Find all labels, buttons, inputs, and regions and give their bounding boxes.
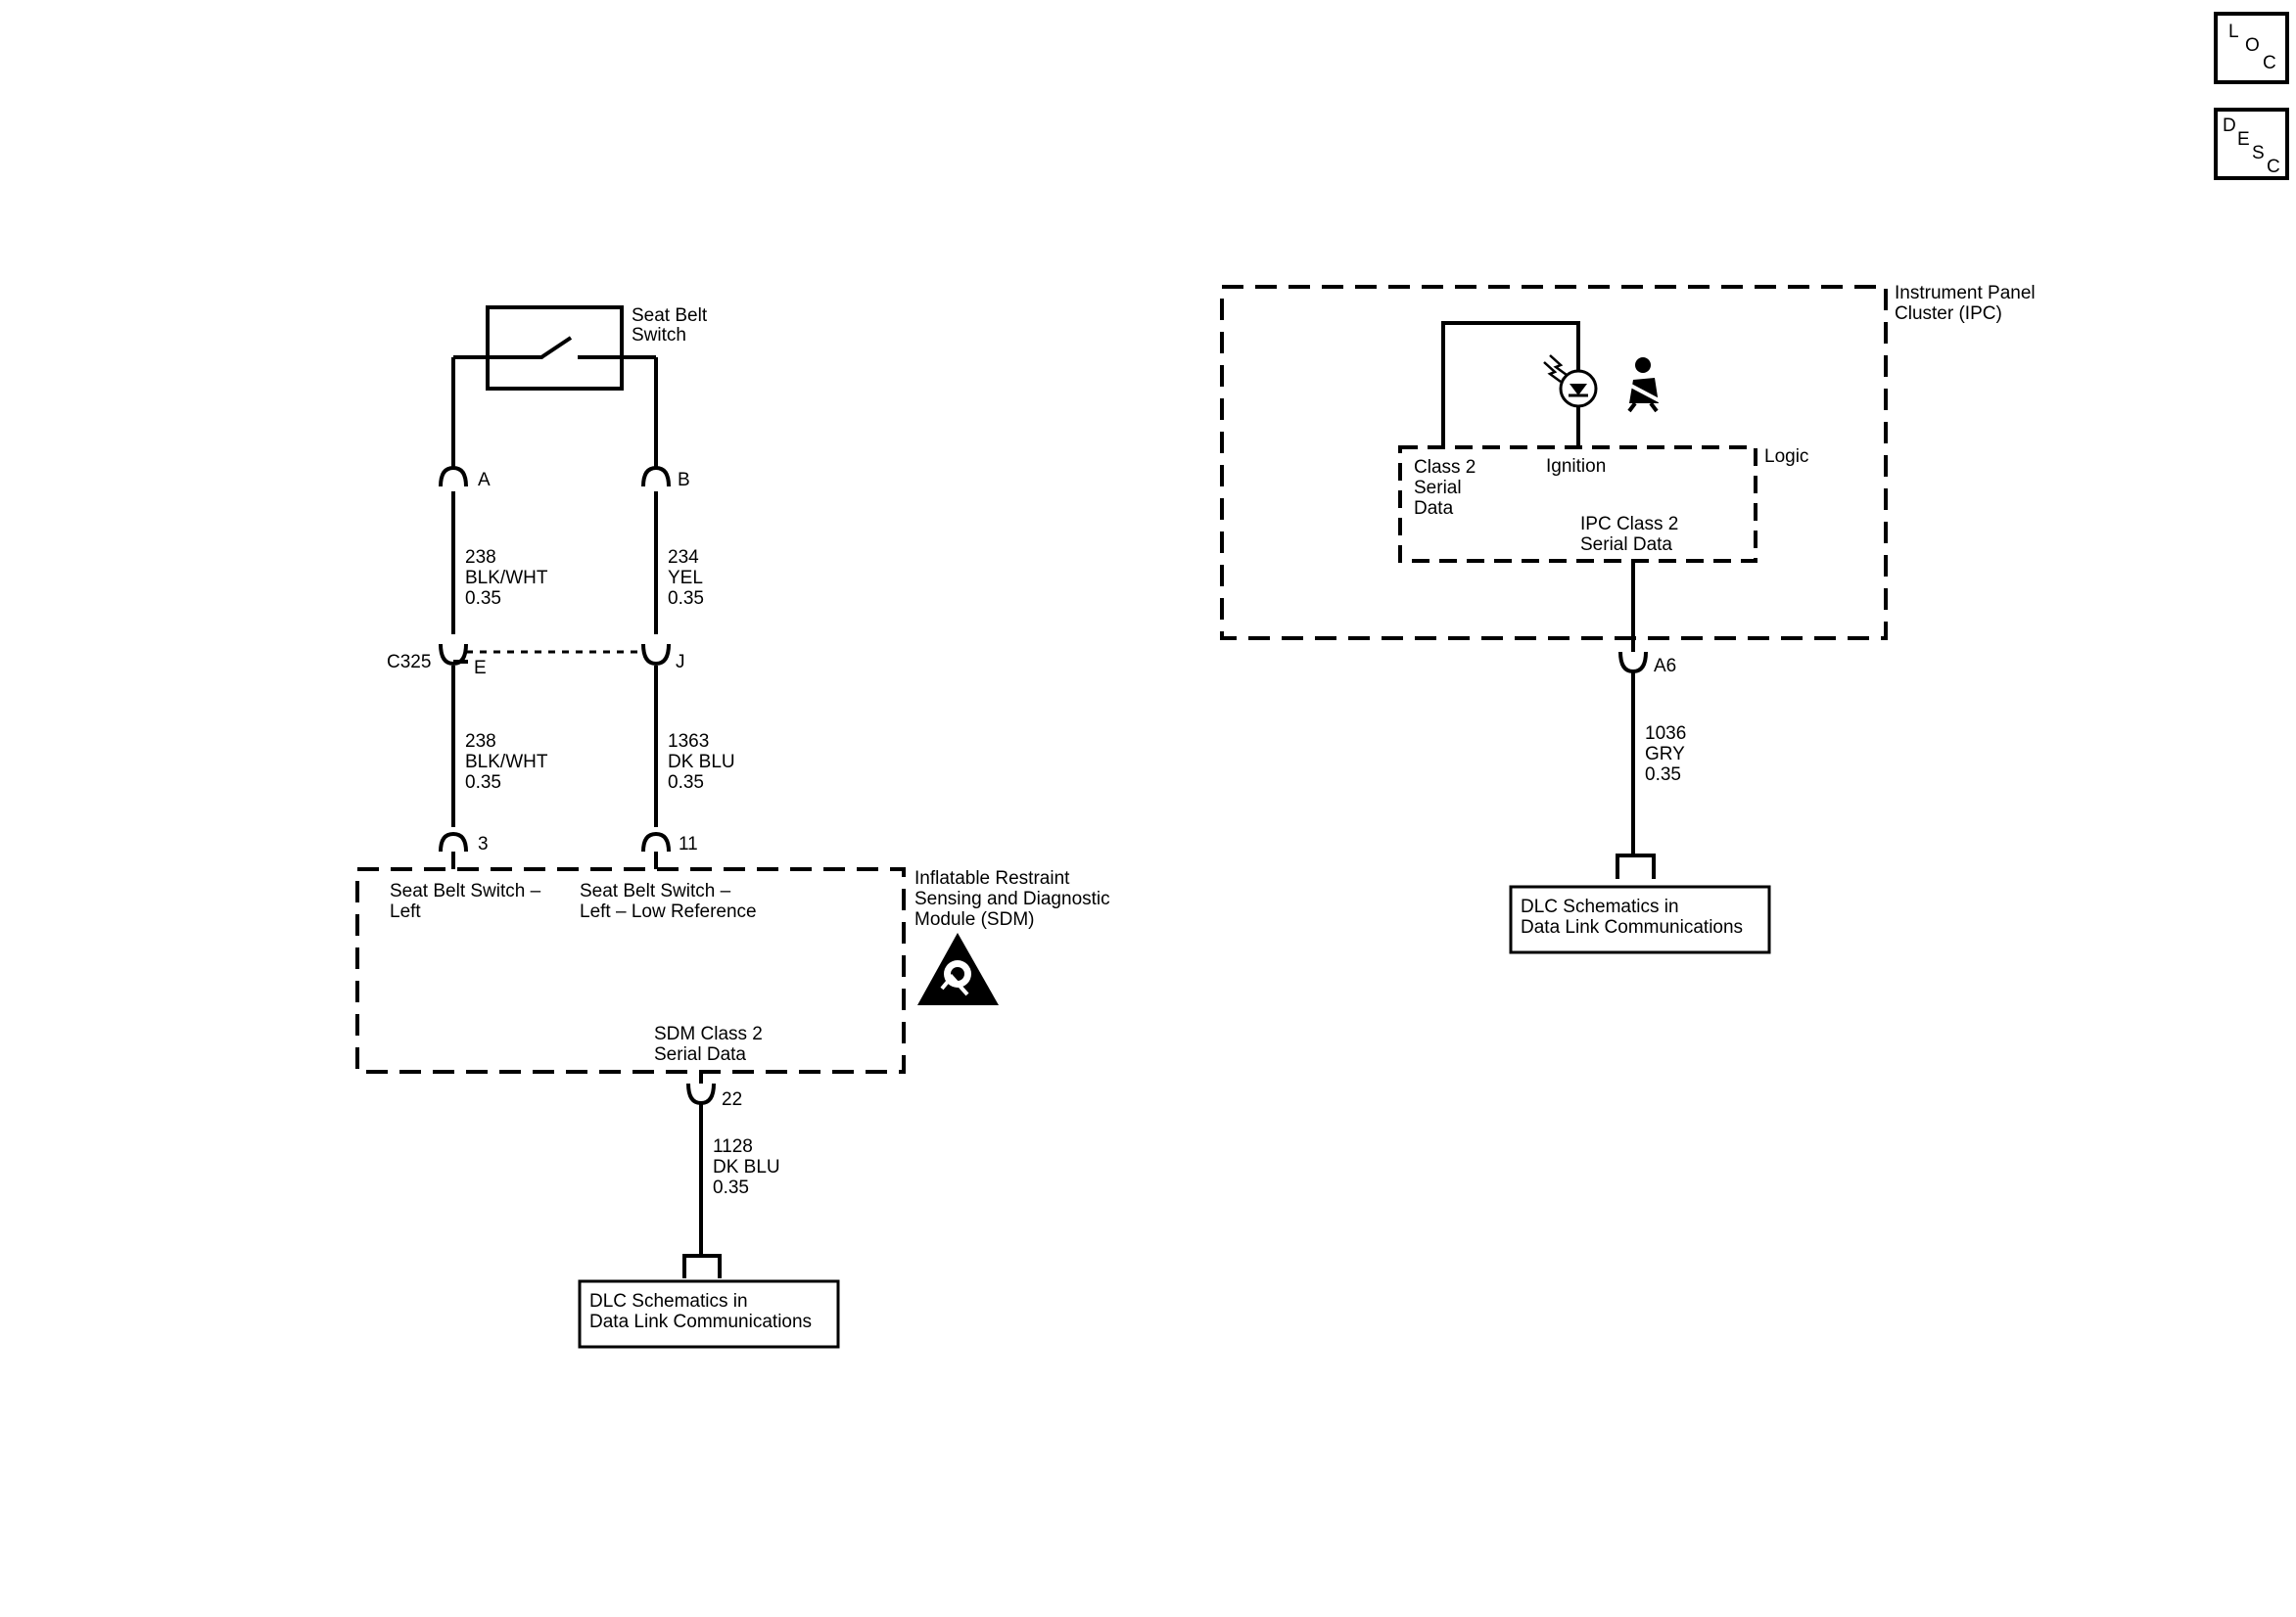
svg-text:SDM Class 2: SDM Class 2: [654, 1024, 763, 1044]
svg-text:Seat Belt Switch –: Seat Belt Switch –: [580, 881, 731, 901]
svg-text:Data Link Communications: Data Link Communications: [589, 1312, 812, 1332]
connector-pin-11: 11: [641, 831, 698, 855]
desc-button[interactable]: D E S C: [2214, 108, 2289, 180]
loc-button[interactable]: L O C: [2214, 12, 2289, 84]
svg-text:Module (SDM): Module (SDM): [914, 909, 1034, 930]
seat-belt-lamp-led: [1543, 354, 1598, 408]
svg-text:Data: Data: [1414, 498, 1454, 519]
connector-a: A: [439, 465, 491, 490]
dlc-schematics-link-right[interactable]: DLC Schematics in Data Link Communicatio…: [1509, 885, 1771, 954]
svg-text:B: B: [678, 470, 690, 490]
svg-text:Cluster (IPC): Cluster (IPC): [1895, 303, 2002, 324]
wire-label-234-yel: 234 YEL 0.35: [668, 547, 704, 609]
svg-text:238: 238: [465, 731, 496, 752]
svg-text:Seat Belt Switch –: Seat Belt Switch –: [390, 881, 541, 901]
wire-label-1128-dkblu: 1128 DK BLU 0.35: [713, 1136, 780, 1198]
svg-text:Data Link Communications: Data Link Communications: [1521, 917, 1743, 938]
svg-text:3: 3: [478, 834, 489, 855]
svg-text:Instrument Panel: Instrument Panel: [1895, 283, 2036, 303]
svg-text:0.35: 0.35: [668, 588, 704, 609]
svg-text:Serial Data: Serial Data: [654, 1044, 746, 1065]
svg-text:DK BLU: DK BLU: [713, 1157, 780, 1178]
svg-text:1128: 1128: [713, 1136, 753, 1157]
svg-text:0.35: 0.35: [713, 1178, 749, 1198]
svg-text:0.35: 0.35: [465, 588, 501, 609]
svg-text:0.35: 0.35: [668, 772, 704, 793]
svg-text:Serial: Serial: [1414, 478, 1462, 498]
wire-label-1363-dkblu: 1363 DK BLU 0.35: [668, 731, 735, 793]
seat-belt-icon: [1626, 357, 1662, 413]
seat-belt-switch-label: Seat Belt: [632, 305, 708, 326]
wire-label-1036-gry: 1036 GRY 0.35: [1645, 723, 1686, 785]
sdm-label: Inflatable Restraint Sensing and Diagnos…: [914, 868, 1110, 930]
svg-text:DLC Schematics in: DLC Schematics in: [589, 1291, 748, 1312]
svg-text:BLK/WHT: BLK/WHT: [465, 568, 548, 588]
svg-text:0.35: 0.35: [1645, 764, 1681, 785]
ipc-label: Instrument Panel Cluster (IPC): [1895, 283, 2036, 324]
svg-text:Left: Left: [390, 901, 421, 922]
svg-text:DLC Schematics in: DLC Schematics in: [1521, 897, 1679, 917]
ipc-logic-block: Class 2 Serial Data Ignition IPC Class 2…: [1398, 445, 1808, 563]
svg-text:1036: 1036: [1645, 723, 1686, 744]
svg-text:0.35: 0.35: [465, 772, 501, 793]
svg-text:YEL: YEL: [668, 568, 703, 588]
svg-text:Switch: Switch: [632, 325, 686, 346]
svg-text:BLK/WHT: BLK/WHT: [465, 752, 548, 772]
svg-text:A6: A6: [1654, 656, 1676, 676]
svg-text:Serial Data: Serial Data: [1580, 534, 1672, 555]
svg-text:IPC Class 2: IPC Class 2: [1580, 514, 1678, 534]
ipc-module: [1220, 285, 1888, 640]
svg-text:S: S: [2252, 143, 2265, 163]
seat-belt-switch: Seat Belt Switch: [453, 305, 708, 391]
airbag-warning-icon: [917, 933, 999, 1005]
svg-text:C325: C325: [387, 652, 431, 672]
wire-label-238-blkwht-upper: 238 BLK/WHT 0.35: [465, 547, 548, 609]
svg-text:C: C: [2267, 157, 2280, 177]
connector-pin-a6: A6: [1618, 651, 1676, 676]
svg-text:234: 234: [668, 547, 699, 568]
svg-text:L: L: [2228, 22, 2239, 42]
svg-text:DK BLU: DK BLU: [668, 752, 735, 772]
svg-text:O: O: [2245, 35, 2260, 56]
connector-b: B: [641, 465, 690, 490]
svg-text:GRY: GRY: [1645, 744, 1685, 764]
svg-text:Inflatable Restraint: Inflatable Restraint: [914, 868, 1070, 889]
dlc-schematics-link-left[interactable]: DLC Schematics in Data Link Communicatio…: [578, 1279, 840, 1349]
svg-text:1363: 1363: [668, 731, 709, 752]
wire-label-238-blkwht-lower: 238 BLK/WHT 0.35: [465, 731, 548, 793]
svg-text:Logic: Logic: [1764, 446, 1808, 467]
svg-text:J: J: [676, 652, 685, 672]
svg-text:22: 22: [722, 1089, 742, 1110]
connector-c325: C325 E J: [387, 643, 685, 678]
svg-text:11: 11: [679, 834, 698, 855]
svg-text:A: A: [478, 470, 491, 490]
svg-text:Ignition: Ignition: [1546, 456, 1606, 477]
svg-text:E: E: [2237, 129, 2250, 150]
svg-text:E: E: [474, 658, 487, 678]
connector-pin-3: 3: [439, 831, 489, 855]
svg-text:Left – Low Reference: Left – Low Reference: [580, 901, 757, 922]
svg-text:Class 2: Class 2: [1414, 457, 1476, 478]
connector-pin-22: 22: [686, 1072, 742, 1110]
svg-text:238: 238: [465, 547, 496, 568]
svg-text:D: D: [2223, 116, 2236, 136]
sdm-module: Seat Belt Switch – Left Seat Belt Switch…: [355, 867, 906, 1074]
svg-text:C: C: [2263, 53, 2276, 73]
svg-text:Sensing and Diagnostic: Sensing and Diagnostic: [914, 889, 1110, 909]
